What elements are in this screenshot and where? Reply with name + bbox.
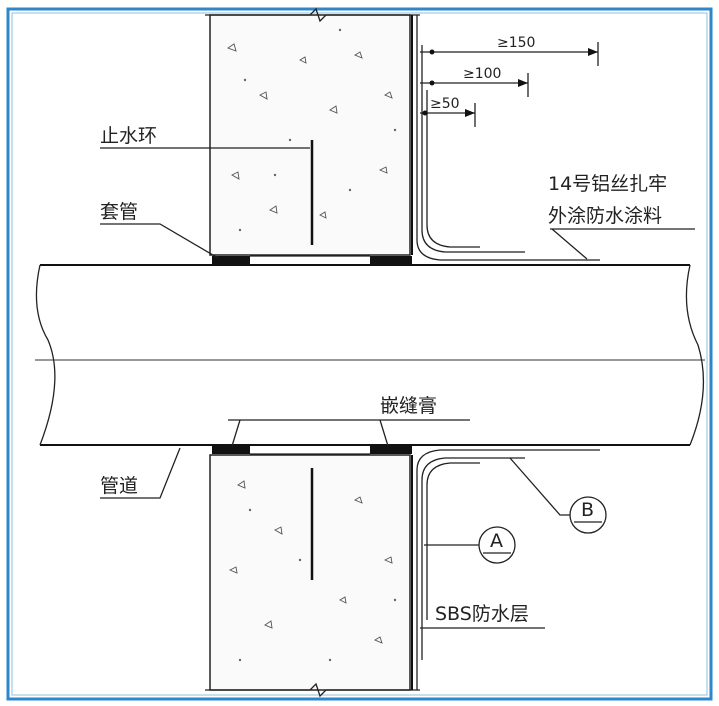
label-water-stop-ring: 止水环 (100, 125, 157, 147)
callout-a (424, 526, 516, 564)
callout-b-letter: B (581, 499, 594, 521)
callout-a-letter: A (490, 530, 503, 552)
lower-wall (205, 454, 420, 698)
callout-b (509, 457, 607, 534)
dim-100: ≥100 (463, 66, 501, 82)
leader-pipe (100, 447, 181, 499)
dim-50: ≥50 (430, 96, 460, 112)
upper-wall (205, 7, 420, 256)
sbs-waterproof-layers (411, 15, 600, 690)
inner-frame (11, 12, 708, 696)
sleeve-sealant (212, 255, 412, 455)
leader-sealant (228, 419, 470, 447)
label-wire-line1: 14号铝丝扎牢 (548, 173, 667, 195)
label-sealant: 嵌缝膏 (380, 394, 437, 417)
leader-wire (550, 228, 695, 260)
label-sbs-layer: SBS防水层 (435, 603, 529, 625)
dim-150: ≥150 (497, 35, 535, 51)
label-sleeve: 套管 (100, 201, 138, 223)
label-pipe: 管道 (100, 475, 138, 497)
pipe (35, 264, 705, 446)
blue-frame (6, 7, 713, 701)
dimension-lines (420, 42, 599, 127)
label-wire-line2: 外涂防水涂料 (548, 205, 662, 227)
leader-sleeve (100, 223, 219, 259)
